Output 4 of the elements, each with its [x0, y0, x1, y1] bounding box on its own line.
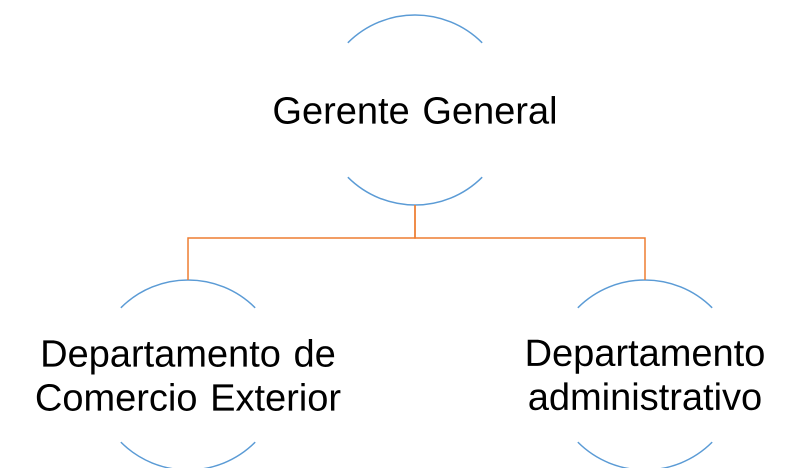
circle-node: Gerente General	[274, 14, 555, 206]
circle-node: Departamento administrativo	[528, 279, 764, 468]
connector-line	[414, 205, 646, 280]
circle-node: Departamento de Comercio Exterior	[36, 279, 340, 468]
